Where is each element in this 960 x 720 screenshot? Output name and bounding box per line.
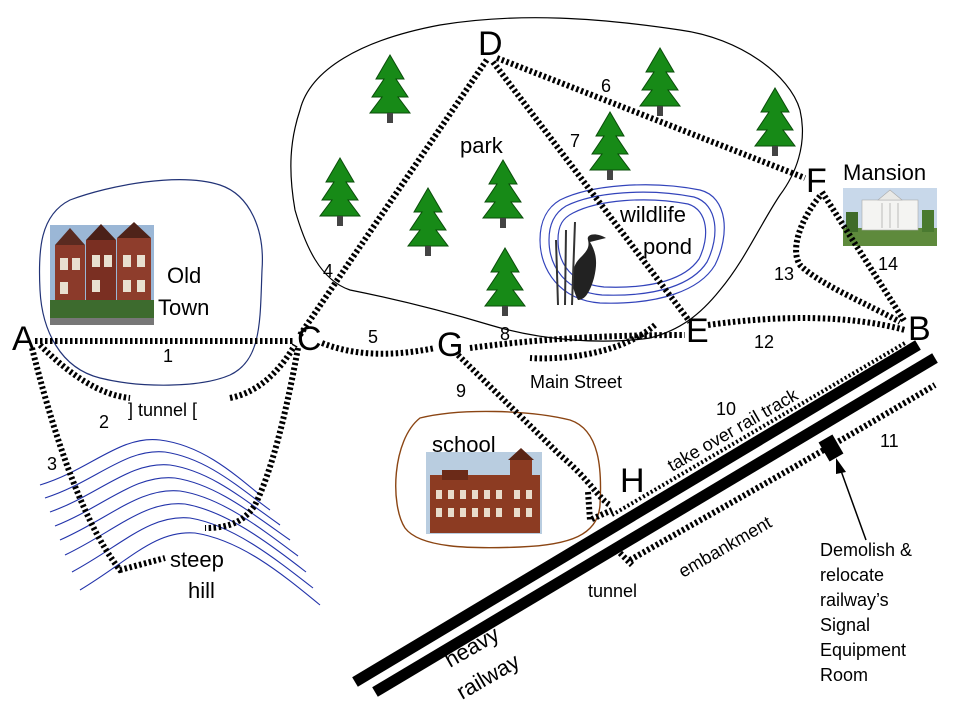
road-hill-right bbox=[204, 347, 301, 531]
school-picture bbox=[426, 448, 542, 534]
edge-label-14: 14 bbox=[878, 254, 898, 274]
road-7 bbox=[490, 60, 693, 324]
road-6 bbox=[495, 55, 807, 181]
edge-label-8: 8 bbox=[500, 324, 510, 344]
signal-equipment-room bbox=[818, 434, 844, 462]
edge-label-5: 5 bbox=[368, 327, 378, 347]
road-13 bbox=[793, 194, 902, 325]
school-label: school bbox=[432, 432, 496, 457]
main-street-label: Main Street bbox=[530, 372, 622, 392]
heron-icon bbox=[555, 221, 606, 306]
node-B: B bbox=[908, 310, 931, 348]
signal-room-note: Demolish & relocate railway’s Signal Equ… bbox=[820, 540, 912, 685]
tree-icon bbox=[319, 157, 361, 226]
tree-icon bbox=[639, 47, 681, 116]
edge-label-13: 13 bbox=[774, 264, 794, 284]
node-H: H bbox=[620, 462, 645, 500]
park-trees bbox=[319, 47, 796, 316]
note-line-1: Demolish & bbox=[820, 540, 912, 560]
old-town-label-line2: Town bbox=[158, 295, 209, 320]
node-D: D bbox=[478, 25, 503, 63]
park-label: park bbox=[460, 133, 504, 158]
road-12 bbox=[707, 315, 906, 333]
note-line-3: railway’s bbox=[820, 590, 889, 610]
tree-icon bbox=[754, 87, 796, 156]
embankment-label: embankment bbox=[675, 512, 775, 581]
school-boundary bbox=[395, 410, 602, 549]
tunnel-stub bbox=[617, 550, 635, 568]
road-2 bbox=[37, 342, 298, 401]
steep-hill-label-line2: hill bbox=[188, 578, 215, 603]
note-line-5: Equipment bbox=[820, 640, 906, 660]
edge-label-2: 2 bbox=[99, 412, 109, 432]
edge-label-4: 4 bbox=[323, 261, 333, 281]
note-line-6: Room bbox=[820, 665, 868, 685]
heavy-railway bbox=[352, 340, 938, 697]
road-3 bbox=[29, 347, 166, 574]
roads bbox=[29, 55, 937, 574]
wildlife-label-line1: wildlife bbox=[619, 202, 686, 227]
wildlife-label-line2: pond bbox=[643, 234, 692, 259]
old-town-houses-picture bbox=[50, 222, 154, 325]
old-town-label-line1: Old bbox=[167, 263, 201, 288]
edge-label-9: 9 bbox=[456, 381, 466, 401]
edge-label-3: 3 bbox=[47, 454, 57, 474]
tunnel-top-label: ] tunnel [ bbox=[128, 400, 197, 420]
tree-icon bbox=[407, 187, 449, 256]
road-14 bbox=[819, 190, 908, 324]
node-F: F bbox=[806, 162, 827, 200]
node-G: G bbox=[437, 326, 463, 364]
tree-icon bbox=[482, 159, 524, 228]
edge-label-11: 11 bbox=[880, 431, 899, 451]
road-main bbox=[529, 322, 657, 362]
tree-icon bbox=[589, 111, 631, 180]
note-line-4: Signal bbox=[820, 615, 870, 635]
edge-label-7: 7 bbox=[570, 131, 580, 151]
mansion-picture bbox=[843, 188, 937, 246]
edge-label-6: 6 bbox=[601, 76, 611, 96]
road-8 bbox=[469, 332, 686, 351]
mansion-label: Mansion bbox=[843, 160, 926, 185]
node-C: C bbox=[297, 320, 322, 358]
tree-icon bbox=[369, 54, 411, 123]
node-E: E bbox=[686, 312, 709, 350]
old-town-boundary bbox=[38, 179, 263, 386]
edge-label-1: 1 bbox=[163, 346, 173, 366]
arrow-icon bbox=[836, 458, 867, 541]
tunnel-bottom-label: tunnel bbox=[588, 581, 637, 601]
node-A: A bbox=[12, 320, 35, 358]
edge-label-12: 12 bbox=[754, 332, 774, 352]
steep-hill-label-line1: steep bbox=[170, 547, 224, 572]
road-11 bbox=[628, 382, 937, 563]
park-boundary bbox=[290, 17, 804, 342]
steep-hill bbox=[39, 438, 321, 606]
note-line-2: relocate bbox=[820, 565, 884, 585]
road-5 bbox=[320, 340, 436, 357]
wildlife-pond bbox=[539, 184, 725, 304]
tree-icon bbox=[484, 247, 526, 316]
edge-label-10: 10 bbox=[716, 399, 736, 419]
road-4 bbox=[297, 56, 491, 337]
